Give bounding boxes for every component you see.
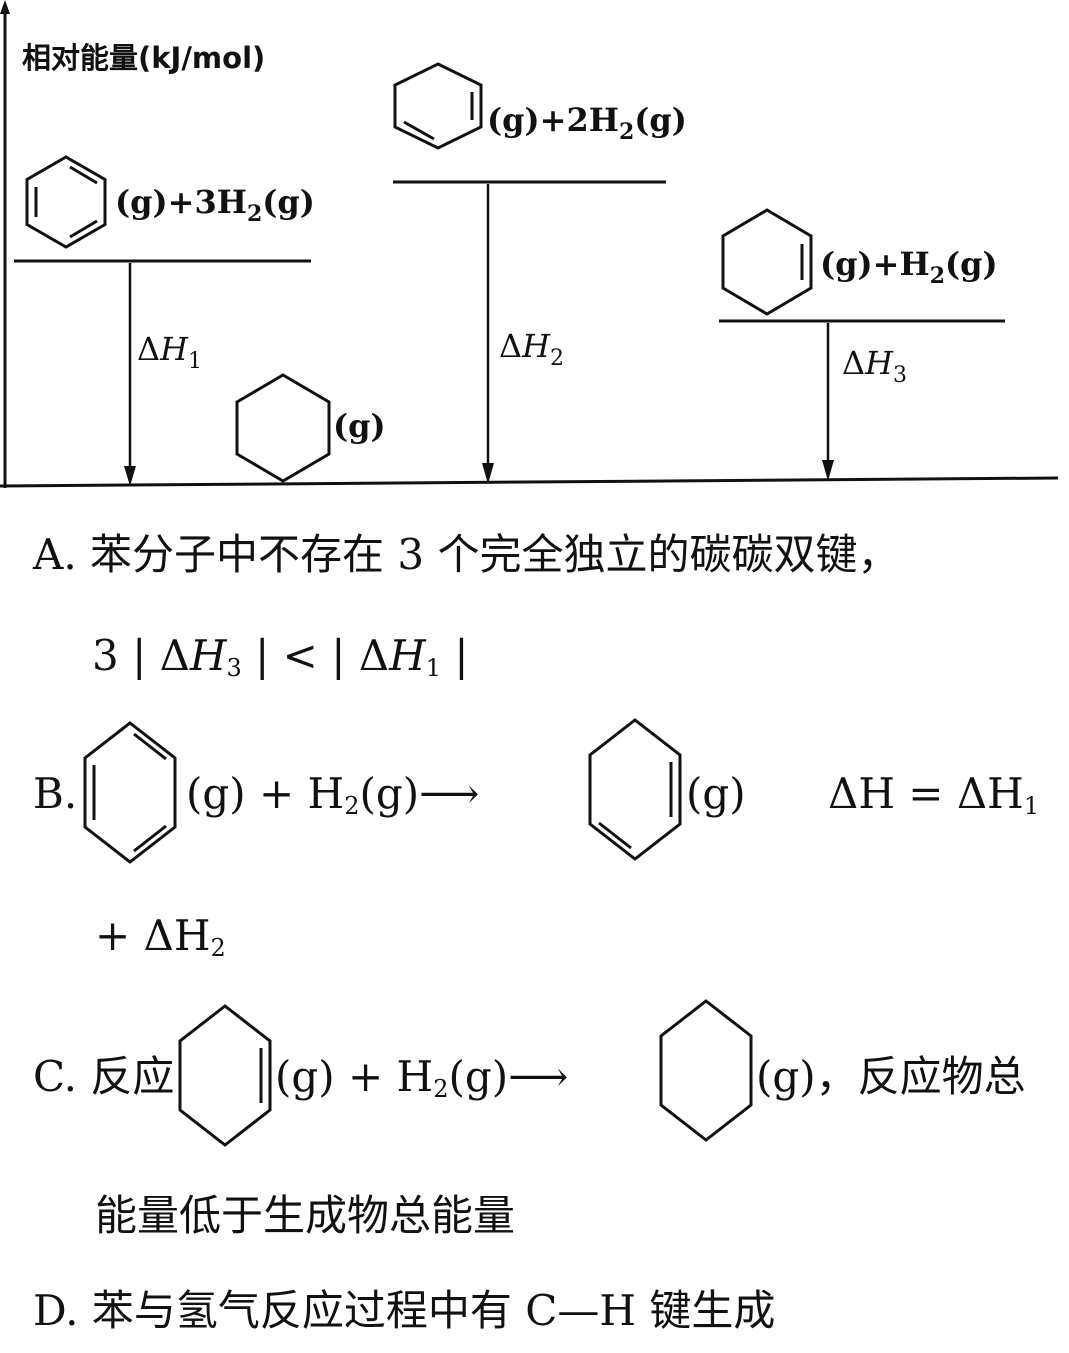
option-a-sub1: 1 bbox=[425, 654, 441, 682]
level-cyclohexene: (g)+H2(g) bbox=[719, 208, 1005, 323]
benzene-icon bbox=[25, 155, 107, 249]
cyclohexene-icon bbox=[721, 208, 813, 316]
option-c-part2: (g)，反应物总 bbox=[756, 1052, 1026, 1101]
level-cyclohexane-label: (g) bbox=[333, 407, 386, 445]
dh1-label: ΔH1 bbox=[137, 330, 202, 374]
option-c-line2: 能量低于生成物总能量 bbox=[95, 1191, 516, 1240]
option-a-h3: H bbox=[189, 631, 227, 680]
energy-diagram-svg: 相对能量(kJ/mol) (g)+3H2(g) (g)+2H2(g) bbox=[0, 0, 1059, 488]
y-axis-label: 相对能量(kJ/mol) bbox=[22, 41, 265, 75]
option-b-eq: ΔH = ΔH bbox=[828, 769, 1024, 818]
dh2-label: ΔH2 bbox=[499, 327, 564, 371]
option-b-line2-text: + ΔH bbox=[95, 911, 211, 960]
option-c-product-cyclohexane-icon bbox=[656, 998, 756, 1143]
energy-diagram: 相对能量(kJ/mol) (g)+3H2(g) (g)+2H2(g) bbox=[0, 0, 1069, 500]
y-axis-arrowhead bbox=[0, 0, 10, 14]
option-b-reaction-part1: (g) + H2(g)⟶ bbox=[186, 773, 479, 820]
option-b-line2: + ΔH2 bbox=[95, 915, 226, 962]
level-cyclohexene-label: (g)+H2(g) bbox=[820, 245, 998, 289]
option-c-reactant-cyclohexene-icon bbox=[175, 1003, 275, 1148]
level-cyclohexadiene: (g)+2H2(g) bbox=[393, 62, 687, 184]
baseline bbox=[0, 476, 1059, 488]
option-a-h1: H bbox=[389, 631, 426, 680]
option-b-line2-sub: 2 bbox=[210, 934, 226, 962]
arrow-dh1: ΔH1 bbox=[124, 263, 202, 486]
option-b-part1-end: (g) bbox=[359, 769, 420, 818]
level-cyclohexadiene-label: (g)+2H2(g) bbox=[487, 101, 687, 145]
option-b-equation: ΔH = ΔH1 bbox=[828, 773, 1040, 820]
option-b-product-cyclohexadiene-icon bbox=[585, 717, 685, 862]
arrow-dh3: ΔH3 bbox=[822, 323, 907, 481]
cyclohexadiene-icon bbox=[393, 62, 483, 150]
option-b-part2: (g) bbox=[686, 769, 746, 818]
arrow-dh2: ΔH2 bbox=[482, 184, 564, 484]
option-b-part1: (g) + H bbox=[186, 769, 345, 818]
level-cyclohexane: (g) bbox=[235, 373, 386, 483]
option-c-part1: (g) + H bbox=[275, 1052, 434, 1101]
option-b-arrow: ⟶ bbox=[419, 769, 480, 818]
option-a-line1: A. 苯分子中不存在 3 个完全独立的碳碳双键， bbox=[33, 530, 900, 579]
option-c-reaction-part1: (g) + H2(g)⟶ bbox=[275, 1056, 568, 1103]
option-c-label: C. 反应 bbox=[33, 1052, 175, 1101]
option-d: D. 苯与氢气反应过程中有 C—H 键生成 bbox=[33, 1286, 776, 1335]
option-b-part1-sub: 2 bbox=[344, 792, 360, 820]
option-a-mid: | < | Δ bbox=[241, 631, 390, 680]
option-b-eq-sub: 1 bbox=[1023, 792, 1040, 820]
option-a-end: | bbox=[440, 631, 469, 680]
option-c-part1-sub: 2 bbox=[433, 1075, 449, 1103]
option-b-label: B. bbox=[33, 769, 78, 818]
level-benzene-label: (g)+3H2(g) bbox=[115, 183, 315, 227]
option-c-arrow: ⟶ bbox=[508, 1052, 569, 1101]
level-benzene: (g)+3H2(g) bbox=[14, 155, 315, 263]
option-b-reactant-benzene-icon bbox=[80, 720, 180, 865]
option-a-prefix: 3 | Δ bbox=[92, 631, 190, 680]
option-c-part1-end: (g) bbox=[448, 1052, 509, 1101]
option-a-line2: 3 | ΔH3 | < | ΔH1 | bbox=[92, 635, 469, 682]
option-a-sub3: 3 bbox=[226, 654, 242, 682]
cyclohexane-icon bbox=[235, 373, 331, 483]
dh3-label: ΔH3 bbox=[842, 344, 907, 388]
